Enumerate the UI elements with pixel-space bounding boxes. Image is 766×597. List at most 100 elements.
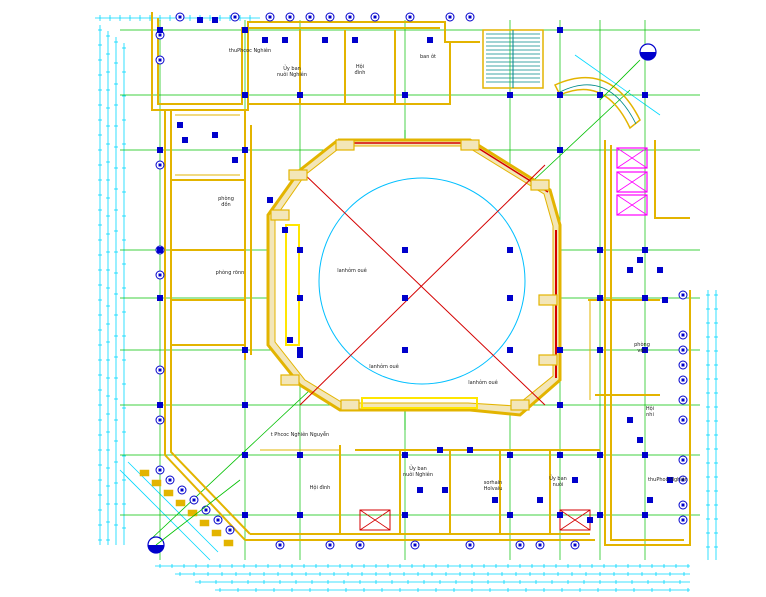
stairs-and-shafts: [139, 29, 648, 547]
axis-bubble-dot: [358, 543, 362, 547]
column-tag: [657, 267, 663, 273]
axis-bubble-dot: [158, 418, 162, 422]
column-niche: [340, 399, 360, 411]
column-tag: [647, 497, 653, 503]
column-tag: [597, 92, 603, 98]
void-box-cross: [359, 509, 391, 531]
column-niche: [288, 169, 308, 181]
column-tag: [157, 147, 163, 153]
column-tag: [557, 27, 563, 33]
column-tag: [442, 487, 448, 493]
axis-bubble-dot: [573, 543, 577, 547]
column-tag: [507, 92, 513, 98]
column-tag: [157, 247, 163, 253]
axis-bubble-dot: [681, 333, 685, 337]
room-label: lanhỏm ouê: [369, 363, 399, 370]
column-tag: [402, 512, 408, 518]
lift-shaft-cross: [616, 171, 648, 193]
axis-bubble-dot: [373, 15, 377, 19]
section-line: [599, 59, 641, 101]
column-niche: [460, 139, 480, 151]
column-tag: [297, 92, 303, 98]
wall-pier: [151, 479, 162, 487]
room-label-line: Hội đình: [310, 484, 331, 491]
column-tag: [157, 402, 163, 408]
column-tag: [637, 437, 643, 443]
axis-bubble-dot: [681, 418, 685, 422]
axis-bubble-dot: [268, 15, 272, 19]
wall-segment: [164, 110, 246, 541]
column-tag: [637, 257, 643, 263]
column-tag: [507, 452, 513, 458]
wall-segment: [157, 18, 440, 105]
column-tag: [242, 92, 248, 98]
column-tag: [627, 267, 633, 273]
side-stage-outline: [285, 224, 300, 346]
dome-circle: [318, 177, 526, 385]
room-label-line: nuôi Nghiên: [403, 471, 433, 478]
column-tag: [597, 295, 603, 301]
section-symbol-fill: [640, 52, 656, 60]
column-tag: [297, 352, 303, 358]
wall-pier: [223, 539, 234, 547]
axis-bubble-dot: [681, 363, 685, 367]
column-tag: [242, 402, 248, 408]
room-label-line: đình: [355, 69, 366, 76]
column-tag: [437, 447, 443, 453]
room-label: lanhỏm ouê: [337, 267, 367, 274]
axis-bubble-dot: [681, 478, 685, 482]
column-tag: [467, 447, 473, 453]
column-tag: [642, 347, 648, 353]
dimension-line: [127, 461, 219, 553]
room-label-line: lanhỏm ouê: [369, 363, 399, 370]
column-tag: [557, 452, 563, 458]
column-tag: [642, 92, 648, 98]
room-label-line: nuôi: [553, 481, 564, 488]
column-tag: [557, 512, 563, 518]
room-label: Hội đình: [310, 484, 331, 491]
axis-bubble-dot: [468, 15, 472, 19]
room-label-line: đồn: [221, 200, 230, 208]
column-tag: [557, 402, 563, 408]
column-tag: [242, 512, 248, 518]
room-label-line: Ủy ban: [549, 474, 567, 482]
column-niche: [530, 179, 550, 191]
column-tag: [182, 137, 188, 143]
room-label-line: thuPhoô Nghiên: [648, 476, 688, 483]
axis-bubble-dot: [158, 368, 162, 372]
section-line: [155, 479, 241, 546]
column-niche: [538, 354, 558, 366]
column-tag: [627, 417, 633, 423]
column-tag: [212, 17, 218, 23]
curved-ramp-line: [559, 84, 637, 125]
column-tag: [557, 147, 563, 153]
column-tag: [402, 452, 408, 458]
room-label-line: t Phcoc Nghiên Nguyễn: [271, 431, 329, 438]
axis-bubble-dot: [348, 15, 352, 19]
wall-segment: [151, 12, 480, 111]
column-tag: [507, 295, 513, 301]
axis-bubble-dot: [681, 458, 685, 462]
wall-pier: [163, 489, 174, 497]
column-tag: [642, 452, 648, 458]
column-niche: [510, 399, 530, 411]
column-tags: [155, 12, 688, 550]
axis-bubble-dot: [681, 293, 685, 297]
column-tag: [597, 452, 603, 458]
axis-bubble-dot: [158, 58, 162, 62]
axis-bubble-dot: [518, 543, 522, 547]
central-hall: [266, 138, 562, 417]
column-tag: [297, 512, 303, 518]
room-label-line: Ủy ban: [283, 64, 301, 72]
void-box-cross: [559, 509, 591, 531]
lift-shaft: [616, 194, 648, 216]
axis-bubble-dot: [328, 15, 332, 19]
void-box: [359, 509, 391, 531]
axis-bubble-dot: [413, 543, 417, 547]
room-label-line: phòng rõnn: [216, 269, 245, 276]
column-tag: [417, 487, 423, 493]
